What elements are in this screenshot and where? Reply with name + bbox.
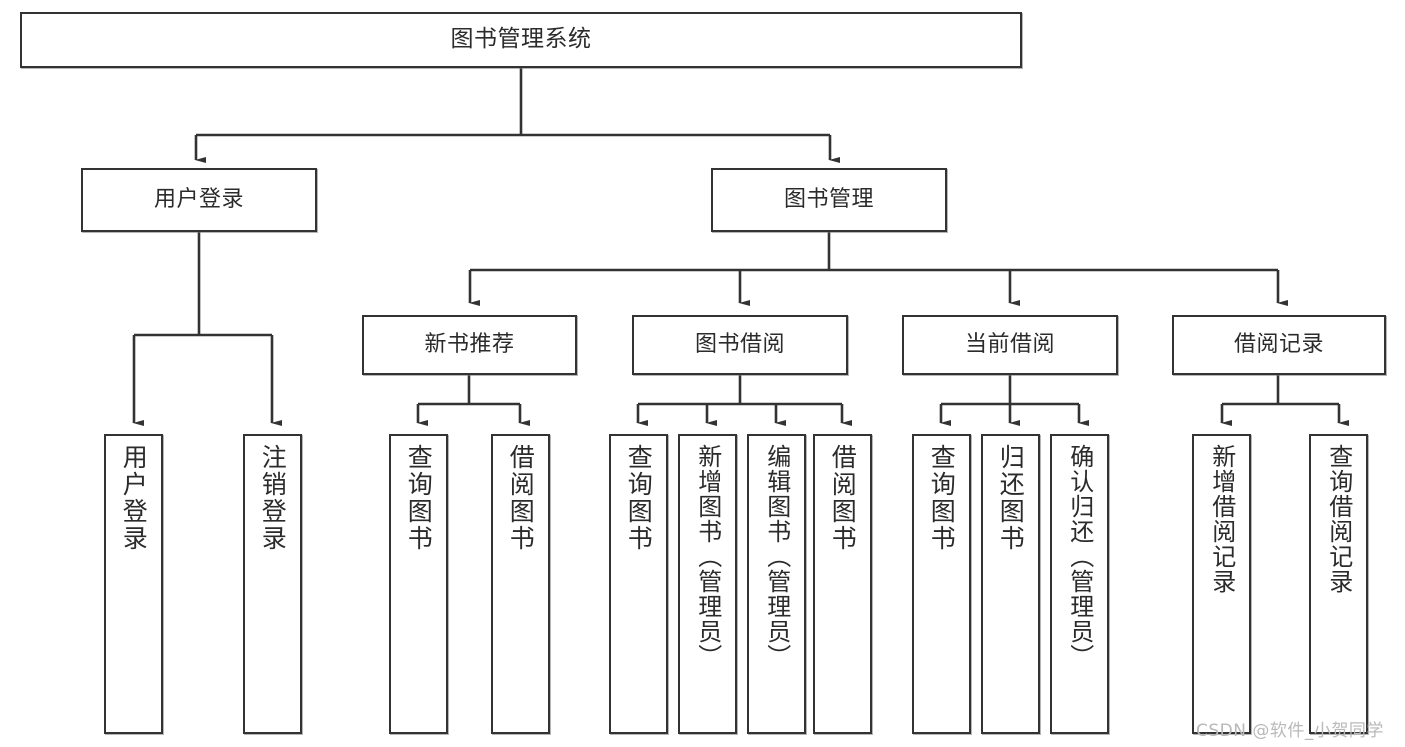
- node-leaf-new-book-borrow[interactable]: 借阅图书: [491, 434, 550, 734]
- node-leaf-record-query[interactable]: 查询借阅记录: [1309, 434, 1368, 734]
- node-leaf-user-login-signout-label: 注销登录: [258, 444, 288, 552]
- node-book-borrow[interactable]: 图书借阅: [632, 315, 848, 375]
- node-leaf-user-login-signin[interactable]: 用户登录: [104, 434, 163, 734]
- node-leaf-new-book-query[interactable]: 查询图书: [389, 434, 448, 734]
- node-root-system[interactable]: 图书管理系统: [20, 12, 1022, 68]
- node-leaf-user-login-signin-label: 用户登录: [119, 444, 149, 552]
- node-leaf-borrow-borrow-book[interactable]: 借阅图书: [813, 434, 872, 734]
- node-leaf-borrow-query-label: 查询图书: [624, 444, 654, 552]
- node-leaf-borrow-add-book[interactable]: 新增图书（管理员）: [678, 434, 737, 734]
- node-leaf-new-book-borrow-label: 借阅图书: [506, 444, 536, 552]
- node-user-login-label: 用户登录: [153, 186, 244, 212]
- node-leaf-current-query[interactable]: 查询图书: [912, 434, 971, 734]
- node-current-borrow[interactable]: 当前借阅: [902, 315, 1118, 375]
- node-leaf-current-return[interactable]: 归还图书: [981, 434, 1040, 734]
- node-book-manage[interactable]: 图书管理: [711, 168, 947, 232]
- node-new-book-recommend[interactable]: 新书推荐: [362, 315, 577, 375]
- node-leaf-record-add[interactable]: 新增借阅记录: [1192, 434, 1251, 734]
- node-borrow-record[interactable]: 借阅记录: [1172, 315, 1386, 375]
- node-current-borrow-label: 当前借阅: [964, 331, 1055, 357]
- node-leaf-current-confirm-return[interactable]: 确认归还（管理员）: [1050, 434, 1109, 734]
- node-user-login[interactable]: 用户登录: [81, 168, 317, 232]
- node-leaf-new-book-query-label: 查询图书: [404, 444, 434, 552]
- node-borrow-record-label: 借阅记录: [1233, 331, 1324, 357]
- node-leaf-borrow-borrow-book-label: 借阅图书: [828, 444, 858, 552]
- node-leaf-borrow-edit-book[interactable]: 编辑图书（管理员）: [747, 434, 806, 734]
- node-leaf-record-add-label: 新增借阅记录: [1207, 444, 1236, 594]
- node-leaf-borrow-edit-book-label: 编辑图书（管理员）: [762, 444, 791, 669]
- node-book-borrow-label: 图书借阅: [694, 331, 785, 357]
- node-leaf-current-query-label: 查询图书: [927, 444, 957, 552]
- node-leaf-user-login-signout[interactable]: 注销登录: [243, 434, 302, 734]
- csdn-watermark: CSDN @软件_小贺同学: [1196, 721, 1384, 741]
- node-leaf-record-query-label: 查询借阅记录: [1324, 444, 1353, 594]
- node-leaf-current-return-label: 归还图书: [996, 444, 1026, 552]
- node-leaf-borrow-add-book-label: 新增图书（管理员）: [693, 444, 722, 669]
- node-leaf-borrow-query[interactable]: 查询图书: [609, 434, 668, 734]
- node-new-book-recommend-label: 新书推荐: [424, 331, 515, 357]
- node-leaf-current-confirm-return-label: 确认归还（管理员）: [1065, 444, 1094, 669]
- node-root-system-label: 图书管理系统: [450, 26, 592, 53]
- node-book-manage-label: 图书管理: [783, 186, 874, 212]
